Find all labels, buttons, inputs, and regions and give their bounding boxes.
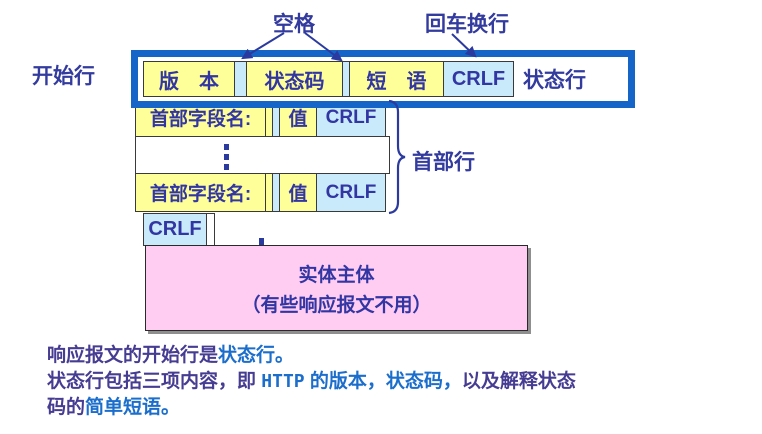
caption-highlight: 简单短语。: [85, 397, 181, 418]
header-lines-label: 首部行: [412, 151, 475, 174]
caption-text: 响应报文的开始行是: [47, 345, 219, 366]
status-line-label: 状态行: [523, 69, 586, 92]
entity-body-note: （有些响应报文不用）: [241, 294, 432, 316]
caption-highlight: 的版本，状态码，: [304, 371, 462, 392]
caption-http-term: HTTP: [261, 371, 305, 392]
caption-highlight: 状态行。: [218, 345, 295, 366]
entity-body-title: 实体主体: [298, 264, 375, 286]
header-field-name-box: 首部字段名:: [135, 173, 266, 212]
space-label: 空格: [273, 13, 315, 36]
ellipsis-dot: [259, 238, 264, 245]
header-lines-brace: [388, 99, 406, 215]
caption-line-3: 码的简单短语。: [47, 395, 576, 421]
blank-line-spacer: [206, 213, 215, 246]
phrase-box: 短 语: [349, 61, 444, 97]
caption-text: 以及解释状态: [461, 371, 576, 392]
header-crlf-box: CRLF: [316, 173, 386, 212]
crlf-note-label: 回车换行: [425, 13, 509, 36]
caption-paragraph: 响应报文的开始行是状态行。 状态行包括三项内容，即 HTTP 的版本，状态码，以…: [47, 343, 576, 421]
status-line-frame: 版 本 状态码 短 语 CRLF 状态行: [131, 50, 635, 108]
caption-line-1: 响应报文的开始行是状态行。: [47, 343, 576, 369]
start-line-label: 开始行: [32, 65, 95, 88]
version-box: 版 本: [143, 61, 235, 97]
blank-line-crlf-box: CRLF: [143, 213, 207, 246]
status-code-box: 状态码: [246, 61, 343, 97]
caption-text: 码的: [47, 397, 86, 418]
header-value-box: 值: [279, 173, 317, 212]
caption-text: 状态行包括三项内容，即: [47, 371, 262, 392]
entity-body-box: 实体主体 （有些响应报文不用）: [145, 245, 528, 331]
caption-line-2: 状态行包括三项内容，即 HTTP 的版本，状态码，以及解释状态: [47, 369, 576, 395]
status-crlf-box: CRLF: [443, 61, 514, 97]
vertical-ellipsis: [224, 144, 229, 170]
header-row-2: 首部字段名: 值 CRLF: [135, 173, 386, 212]
header-ellipsis-row: [135, 136, 390, 174]
blank-line-row: CRLF: [143, 213, 215, 246]
